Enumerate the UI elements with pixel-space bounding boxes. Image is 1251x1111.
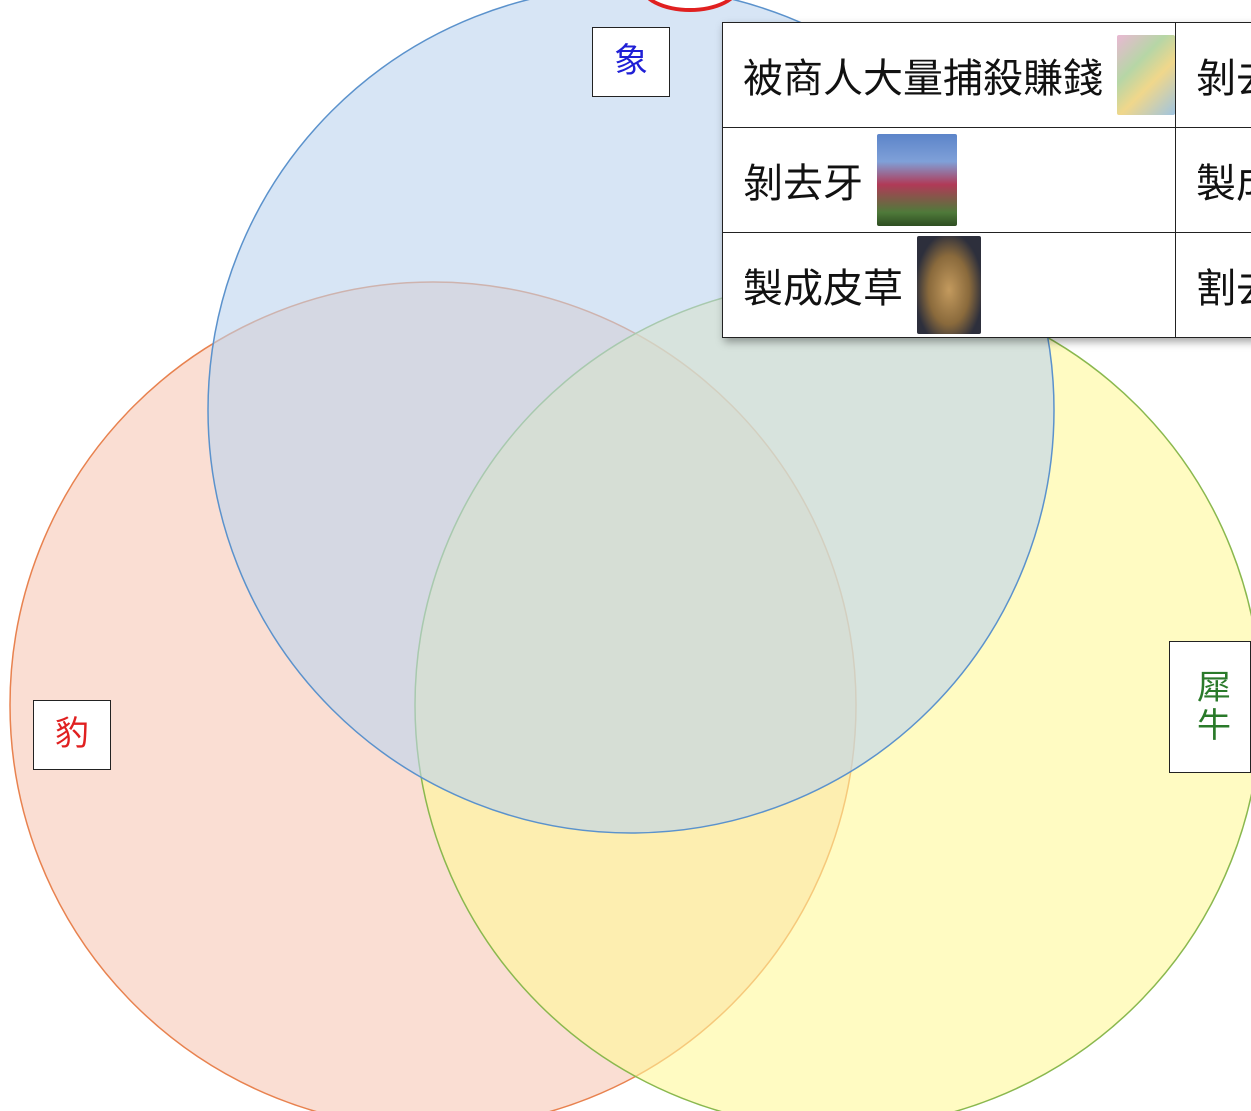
- card-text: 剝去: [1196, 56, 1251, 102]
- card-cell[interactable]: 剝去牙: [722, 127, 1176, 233]
- card-text: 割去: [1196, 266, 1251, 312]
- table-row: 製成皮草 割去: [722, 232, 1251, 338]
- fur-coat-model-image: [917, 236, 981, 334]
- table-row: 剝去牙 製成: [722, 127, 1251, 233]
- card-cell[interactable]: 剝去: [1175, 22, 1251, 128]
- card-cell[interactable]: 被商人大量捕殺賺錢: [722, 22, 1176, 128]
- card-cell[interactable]: 製成: [1175, 127, 1251, 233]
- elephant-tusks-image: [877, 134, 957, 226]
- label-leopard: 豹: [33, 700, 111, 770]
- card-cell[interactable]: 割去: [1175, 232, 1251, 338]
- card-text: 剝去牙: [743, 161, 863, 207]
- label-elephant: 象: [592, 27, 670, 97]
- card-text: 製成皮草: [743, 266, 903, 312]
- label-rhino: 犀牛: [1169, 641, 1251, 773]
- word-card-table: 被商人大量捕殺賺錢 剝去 剝去牙 製成 製成皮草 割去: [722, 22, 1251, 338]
- money-bills-image: [1117, 35, 1175, 115]
- card-text: 被商人大量捕殺賺錢: [743, 56, 1103, 102]
- card-text: 製成: [1196, 161, 1251, 207]
- card-cell[interactable]: 製成皮草: [722, 232, 1176, 338]
- table-row: 被商人大量捕殺賺錢 剝去: [722, 22, 1251, 128]
